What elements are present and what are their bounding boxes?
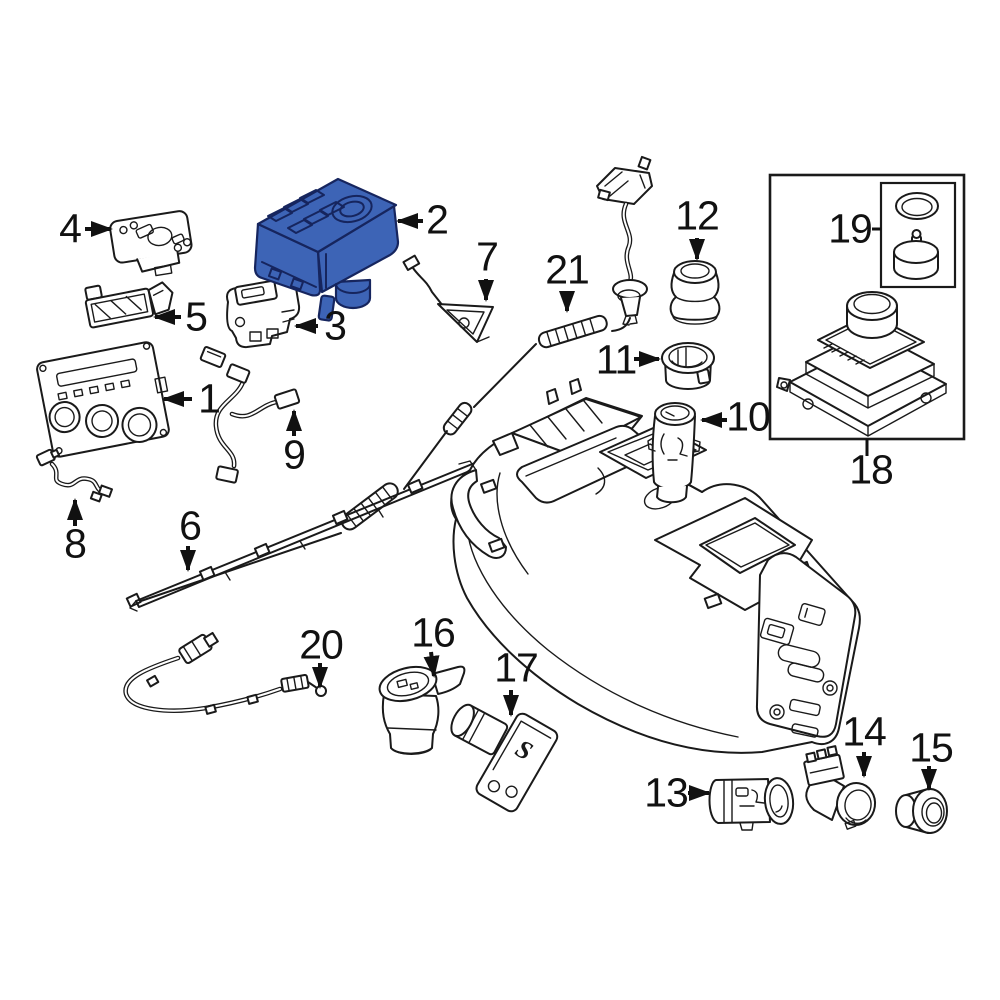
part-15-outlet-bezel — [895, 788, 948, 834]
leader-arrows — [67, 213, 937, 801]
part-17-lighter-bracket: S — [450, 703, 559, 813]
part-3-mounting-bracket — [226, 278, 301, 349]
part-label-18: 18 — [849, 446, 894, 493]
part-16-outlet-plug — [378, 665, 466, 755]
part-label-19: 19 — [828, 205, 873, 252]
part-label-20: 20 — [299, 621, 344, 668]
part-9-wiring-harness — [199, 345, 301, 484]
part-11-retainer-ring — [661, 342, 715, 390]
part-19-knob-kit — [893, 192, 939, 280]
part-label-13: 13 — [644, 769, 689, 816]
part-label-1: 1 — [198, 375, 221, 422]
part-7-bracket — [402, 254, 494, 343]
part-label-17: 17 — [494, 644, 539, 691]
part-label-8: 8 — [64, 520, 87, 567]
part-2-control-module-highlighted — [253, 177, 400, 322]
part-20-release-cable — [123, 631, 327, 715]
part-label-16: 16 — [411, 609, 456, 656]
part-label-5: 5 — [185, 293, 208, 340]
part-label-11: 11 — [595, 336, 638, 383]
part-13-outlet-socket — [708, 777, 795, 831]
part-label-7: 7 — [476, 233, 499, 280]
part-14-outlet-retainer — [803, 745, 877, 830]
part-1-climate-control — [36, 341, 170, 458]
part-8-wire-pigtail — [35, 448, 114, 503]
part-5-bracket — [84, 281, 174, 329]
part-10-outlet-housing — [647, 402, 701, 504]
part-label-6: 6 — [179, 502, 202, 549]
part-label-21: 21 — [545, 246, 590, 293]
part-21-shift-cable — [125, 155, 653, 608]
part-label-15: 15 — [909, 724, 954, 771]
part-18-shifter-module — [776, 291, 947, 437]
part-label-12: 12 — [675, 192, 720, 239]
part-label-3: 3 — [324, 302, 347, 349]
part-label-9: 9 — [283, 431, 306, 478]
part-12-outlet-cup — [669, 260, 721, 325]
part-label-2: 2 — [426, 196, 449, 243]
part-4-switch-panel — [109, 210, 193, 277]
console-assembly — [450, 378, 861, 754]
part-label-14: 14 — [842, 708, 887, 755]
part-label-10: 10 — [726, 393, 771, 440]
part-label-4: 4 — [59, 205, 82, 252]
